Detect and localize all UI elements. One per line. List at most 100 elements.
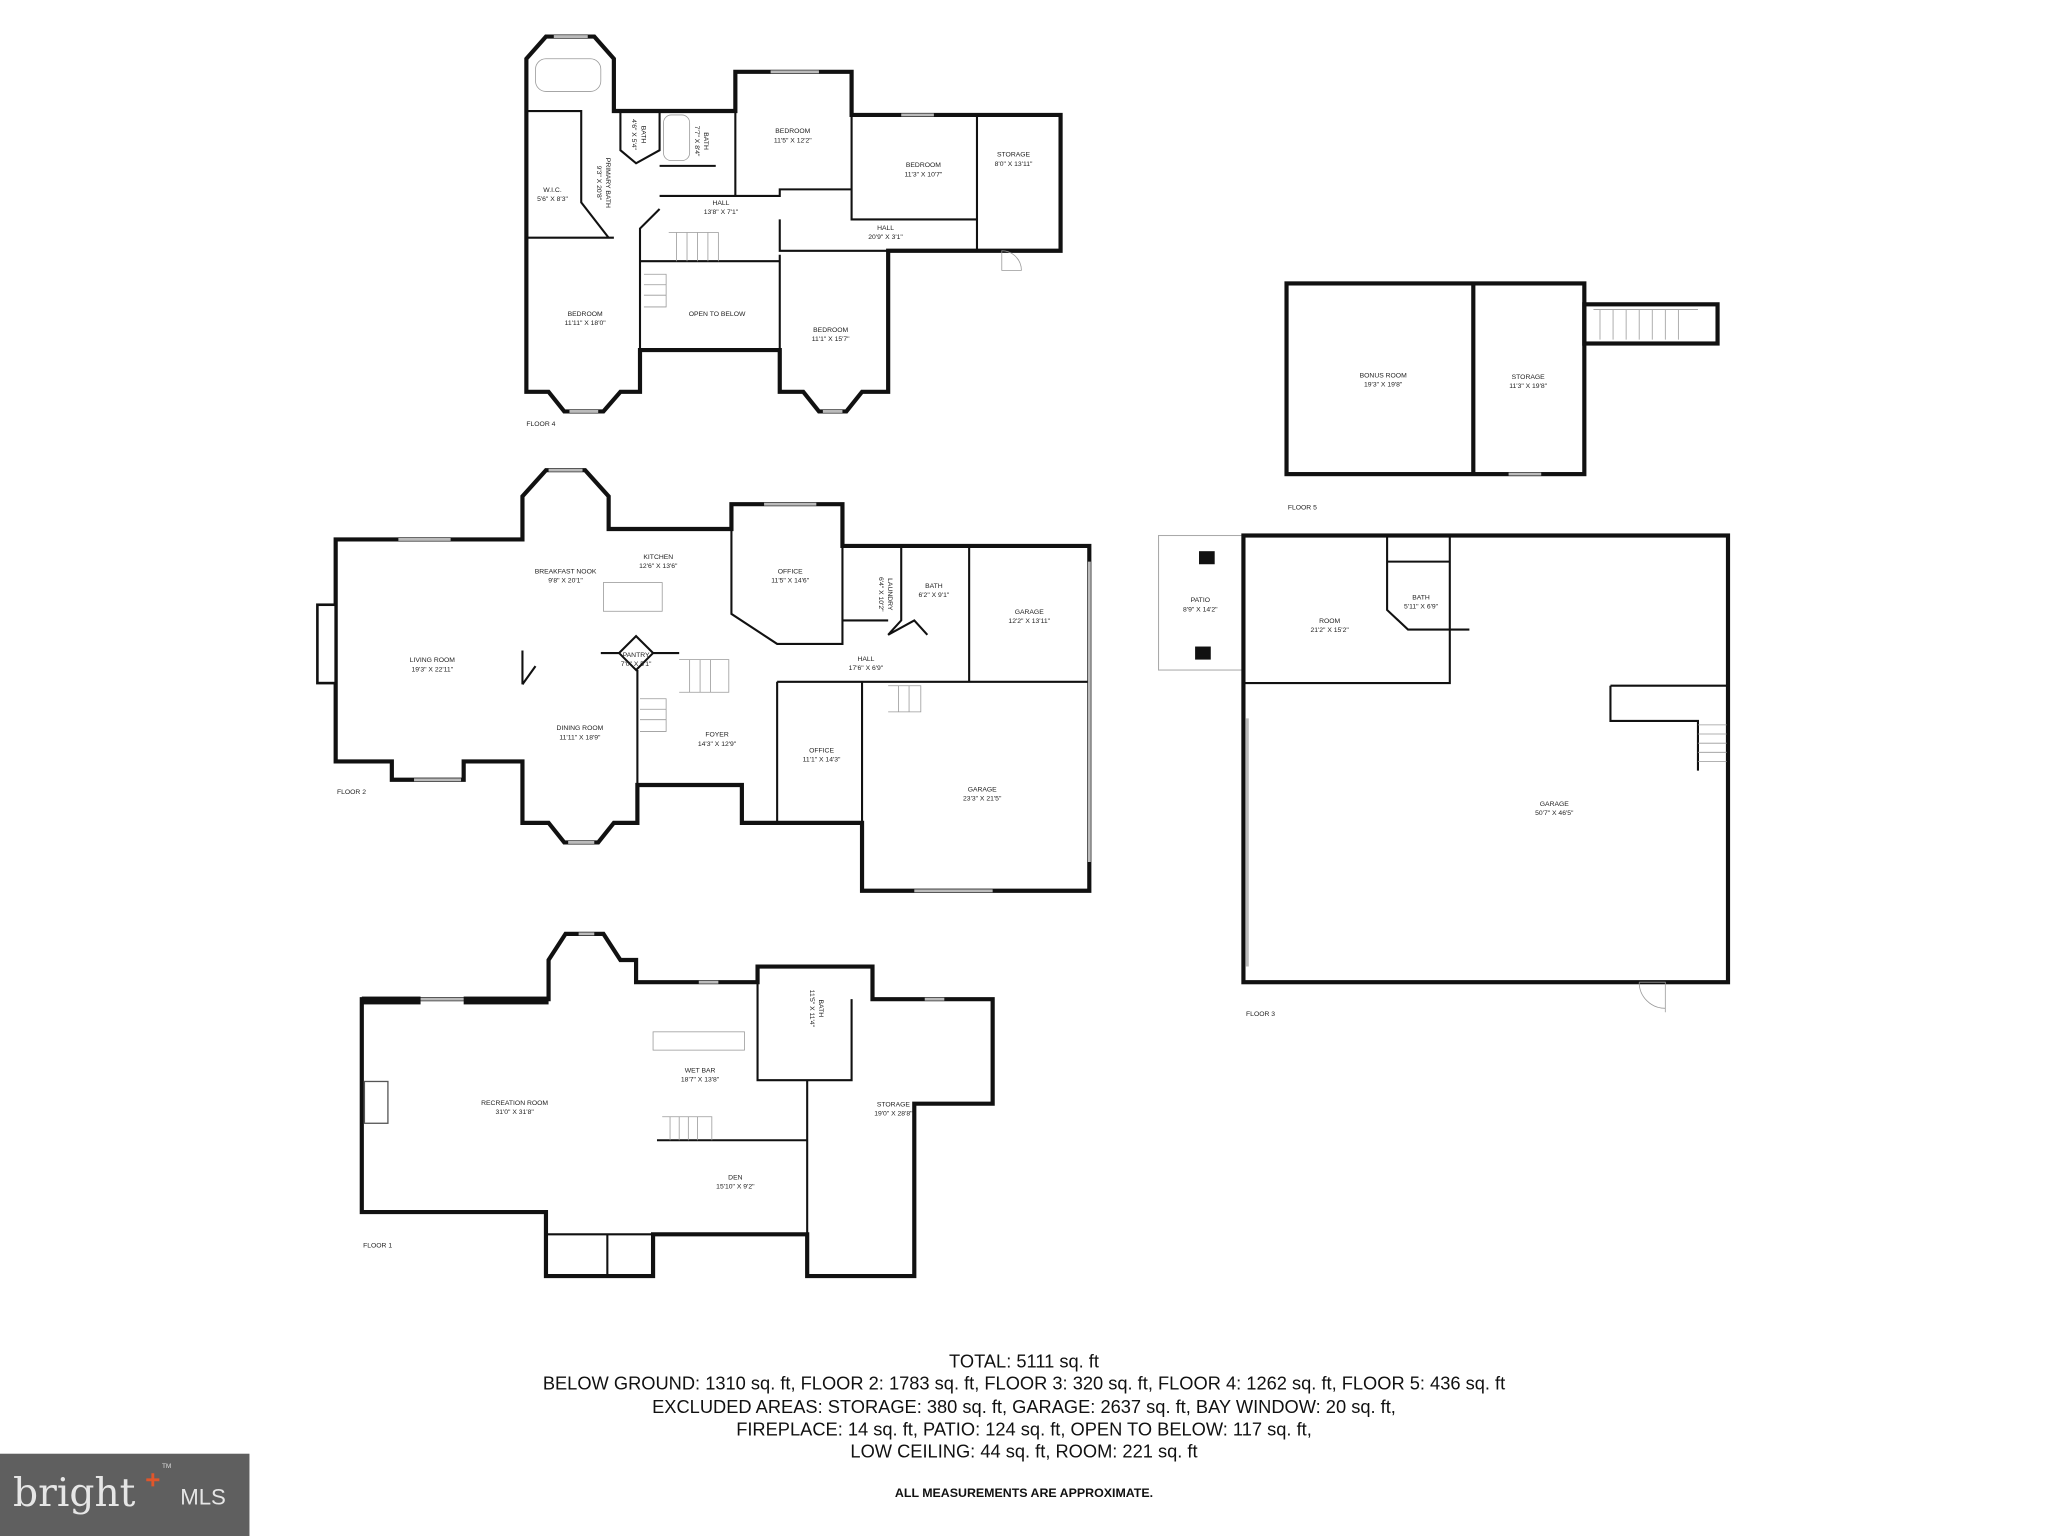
room-dims: 6'4" X 10'2"	[877, 577, 884, 612]
logo-background	[0, 1453, 250, 1536]
post-icon	[1199, 551, 1215, 565]
floor-4-interior-walls	[526, 109, 979, 351]
floor-2-plan: LIVING ROOM 19'3" X 22'11" BREAKFAST NOO…	[316, 468, 1092, 893]
excluded-areas-continued: FIREPLACE: 14 sq. ft, PATIO: 124 sq. ft,…	[736, 1418, 1312, 1439]
floor-2-windows	[398, 468, 1091, 893]
room-name: RECREATION ROOM	[481, 1100, 548, 1107]
room-dims: 20'9" X 3'1"	[868, 234, 903, 241]
fireplace-icon	[316, 603, 337, 685]
room-dims: 12'6" X 13'6"	[639, 563, 678, 570]
stairs-icon	[1697, 724, 1727, 762]
room-name: BATH	[702, 132, 709, 150]
floor-2-outline	[333, 468, 1092, 893]
room-dims: 11'11" X 18'0"	[565, 320, 607, 327]
room-dims: 11'3" X 10'7"	[905, 171, 943, 178]
area-breakdown: BELOW GROUND: 1310 sq. ft, FLOOR 2: 1783…	[543, 1373, 1505, 1394]
door-icon	[1638, 981, 1666, 1013]
room-name: STORAGE	[997, 152, 1031, 159]
room-dims: 11'1" X 14'3"	[803, 756, 841, 763]
room-dims: 14'3" X 12'9"	[698, 741, 737, 748]
room-name: GARAGE	[1015, 609, 1044, 616]
room-dims: 9'3" X 20'8"	[595, 166, 602, 201]
bathtub-icon	[535, 58, 602, 92]
logo-trademark: TM	[162, 1463, 171, 1470]
floor-label: FLOOR 3	[1246, 1011, 1275, 1018]
room-name: BEDROOM	[906, 162, 941, 169]
room-dims: 31'0" X 31'8"	[495, 1109, 534, 1116]
room-name: ROOM	[1319, 618, 1340, 625]
floor-4-outline	[524, 34, 1063, 414]
room-dims: 7'0" X 5'1"	[621, 661, 652, 668]
bathtub-icon	[663, 114, 691, 162]
room-dims: 5'11" X 6'9"	[1404, 604, 1439, 611]
floor-1-interior-walls	[545, 982, 853, 1277]
room-dims: 7'7" X 8'4"	[693, 126, 700, 157]
room-dims: 19'3" X 19'8"	[1364, 382, 1403, 389]
room-name: STORAGE	[877, 1101, 911, 1108]
room-name: FOYER	[705, 732, 728, 739]
logo-text: bright	[13, 1471, 136, 1516]
floor-label: FLOOR 1	[363, 1242, 392, 1249]
room-dims: 4'6" X 5'4"	[630, 119, 637, 150]
logo-accent-icon	[146, 1473, 160, 1487]
floor-4-windows	[553, 35, 934, 413]
room-name: BATH	[925, 583, 943, 590]
room-name: BATH	[639, 126, 646, 144]
room-dims: 11'3" X 19'8"	[1509, 383, 1547, 390]
room-name: BATH	[1412, 595, 1430, 602]
floor-1-stairs	[662, 1116, 713, 1141]
room-dims: 11'5" X 11'4"	[808, 990, 815, 1028]
room-name: KITCHEN	[643, 554, 673, 561]
room-name: PANTRY	[623, 652, 650, 659]
floor-5-outline	[1284, 281, 1587, 477]
room-name: DEN	[728, 1174, 742, 1181]
room-name: WET BAR	[685, 1067, 716, 1074]
floor-2-interior-walls	[521, 528, 1090, 823]
wall-segment	[361, 996, 421, 1005]
room-name: BONUS ROOM	[1360, 372, 1407, 379]
room-dims: 9'8" X 20'1"	[548, 578, 583, 585]
room-dims: 13'8" X 7'1"	[704, 209, 739, 216]
floor-1-windows	[420, 932, 945, 1001]
room-dims: 50'7" X 46'5"	[1535, 810, 1574, 817]
excluded-areas-continued: LOW CEILING: 44 sq. ft, ROOM: 221 sq. ft	[850, 1441, 1197, 1462]
floor-3-interior-walls	[1243, 535, 1728, 771]
room-dims: 11'5" X 14'6"	[771, 578, 809, 585]
room-name: GARAGE	[1540, 801, 1569, 808]
room-name: DINING ROOM	[557, 725, 604, 732]
room-name: OPEN TO BELOW	[689, 311, 746, 318]
room-name: HALL	[712, 200, 729, 207]
room-name: BEDROOM	[775, 128, 810, 135]
area-summary: TOTAL: 5111 sq. ft BELOW GROUND: 1310 sq…	[543, 1351, 1505, 1500]
floor-1-plan: RECREATION ROOM 31'0" X 31'8" WET BAR 18…	[359, 931, 995, 1279]
room-name: HALL	[857, 656, 874, 663]
floor-label: FLOOR 2	[337, 789, 366, 796]
room-dims: 19'0" X 28'8"	[874, 1110, 913, 1117]
room-dims: 12'2" X 13'11"	[1008, 618, 1050, 625]
floor-5-plan: BONUS ROOM 19'3" X 19'8" STORAGE 11'3" X…	[1284, 281, 1720, 511]
floor-4-stairs	[643, 232, 719, 308]
room-name: PRIMARY BATH	[604, 158, 611, 208]
excluded-areas: EXCLUDED AREAS: STORAGE: 380 sq. ft, GAR…	[652, 1396, 1396, 1417]
floor-label: FLOOR 5	[1288, 504, 1317, 511]
room-dims: 11'11" X 18'9"	[559, 734, 601, 741]
total-area: TOTAL: 5111 sq. ft	[949, 1351, 1099, 1372]
room-dims: 8'0" X 13'11"	[995, 161, 1033, 168]
stairwell	[1582, 302, 1720, 346]
room-name: LAUNDRY	[886, 578, 893, 611]
post-icon	[1195, 646, 1211, 660]
room-dims: 8'9" X 14'2"	[1183, 606, 1218, 613]
floor-label: FLOOR 4	[526, 421, 555, 428]
floor-4-labels: BEDROOM 11'5" X 12'2" BATH 7'7" X 8'4" B…	[526, 119, 1033, 428]
room-dims: 15'10" X 9'2"	[716, 1184, 755, 1191]
logo-suffix: MLS	[180, 1485, 226, 1510]
room-dims: 11'1" X 15'7"	[812, 336, 850, 343]
room-dims: 23'3" X 21'5"	[963, 796, 1002, 803]
room-name: W.I.C.	[543, 187, 562, 194]
door-icon	[1001, 250, 1022, 271]
room-dims: 21'2" X 15'2"	[1310, 627, 1349, 634]
kitchen-island	[603, 582, 663, 612]
room-dims: 11'5" X 12'2"	[774, 137, 812, 144]
